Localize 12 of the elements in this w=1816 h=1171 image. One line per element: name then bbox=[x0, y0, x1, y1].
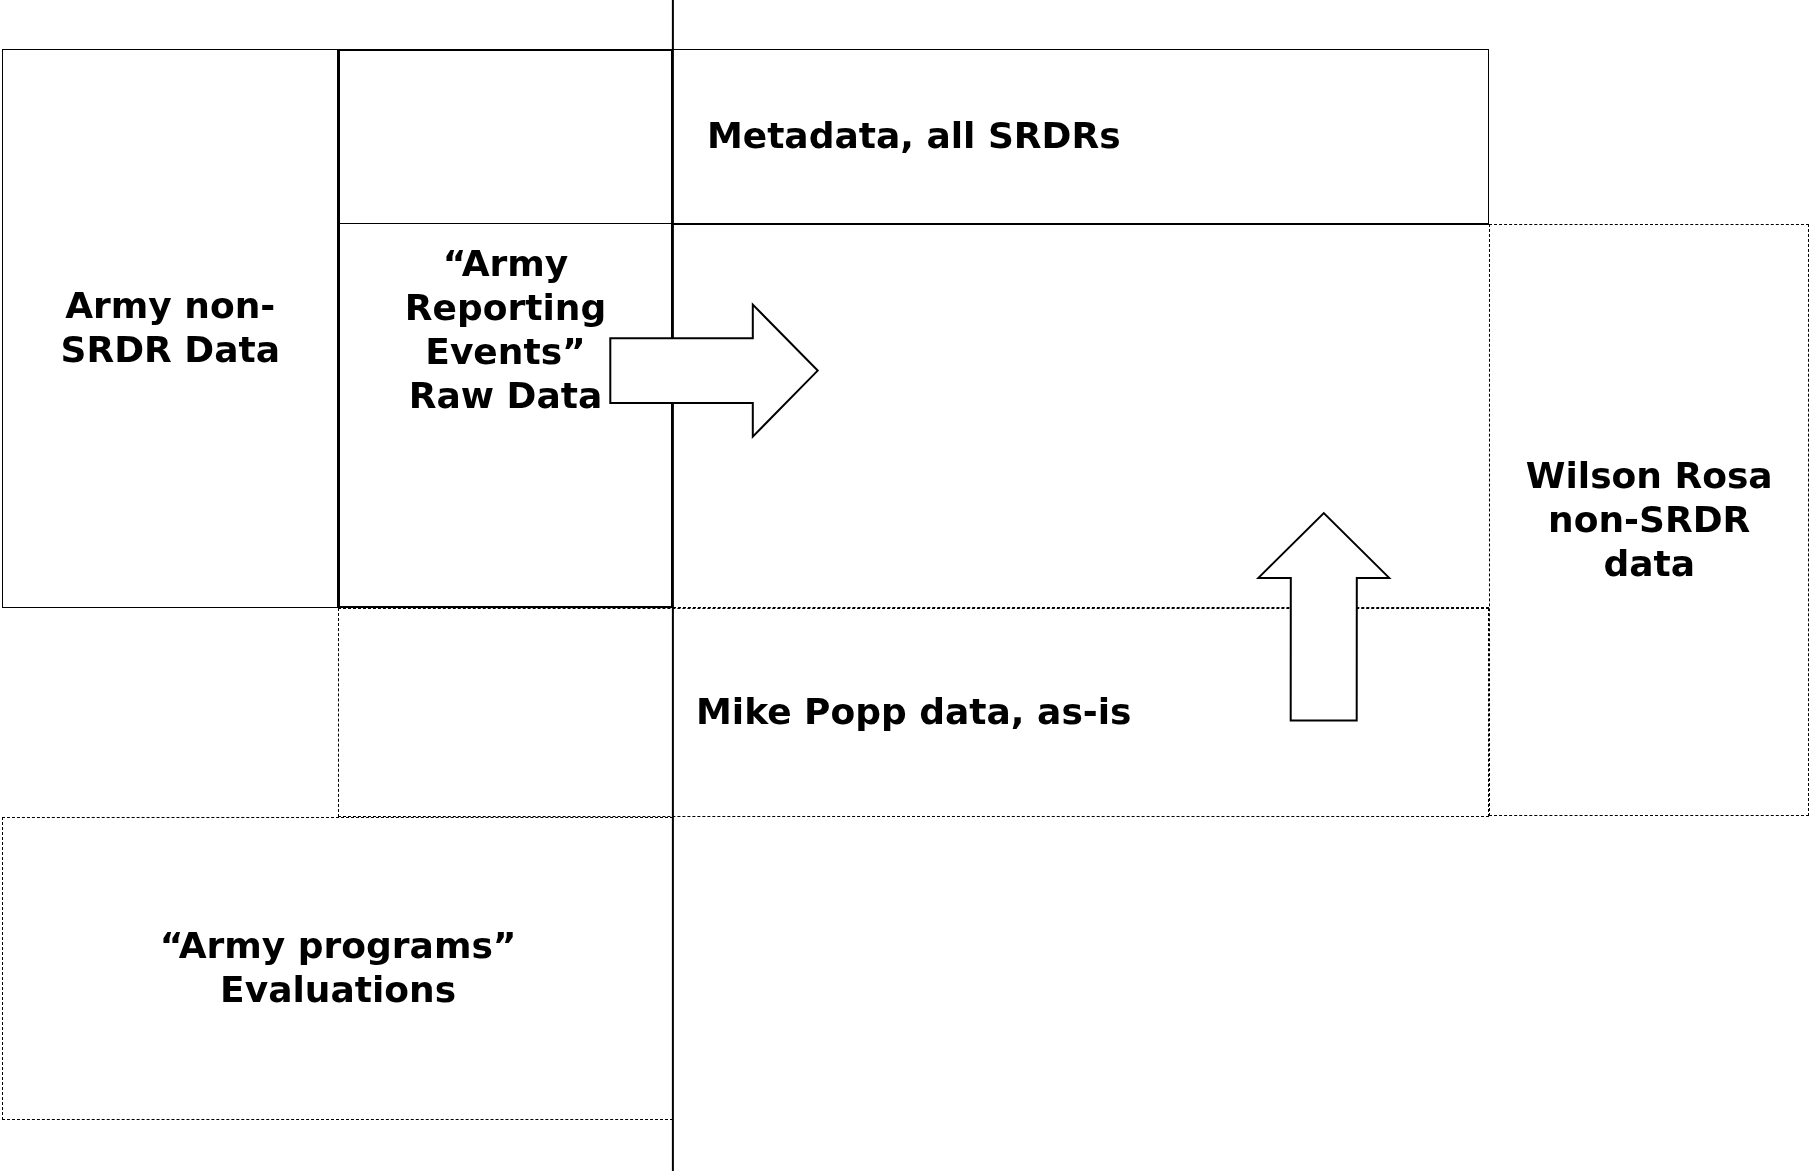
box-label: “Army Reporting Events” Raw Data bbox=[403, 241, 608, 418]
dashed-box bbox=[2, 816, 673, 1120]
block-arrow bbox=[609, 302, 820, 440]
block-arrow bbox=[1255, 511, 1392, 722]
box-label: “Army programs” Evaluations bbox=[158, 924, 518, 1013]
dashed-box bbox=[1489, 223, 1810, 817]
box-label: Army non-SRDR Data bbox=[59, 284, 281, 373]
box-label: Wilson Rosa non-SRDR data bbox=[1524, 454, 1774, 586]
box-label: Mike Popp data, as-is bbox=[696, 690, 1132, 735]
box bbox=[2, 48, 339, 609]
box-label: Metadata, all SRDRs bbox=[706, 114, 1121, 159]
box bbox=[338, 48, 1490, 224]
